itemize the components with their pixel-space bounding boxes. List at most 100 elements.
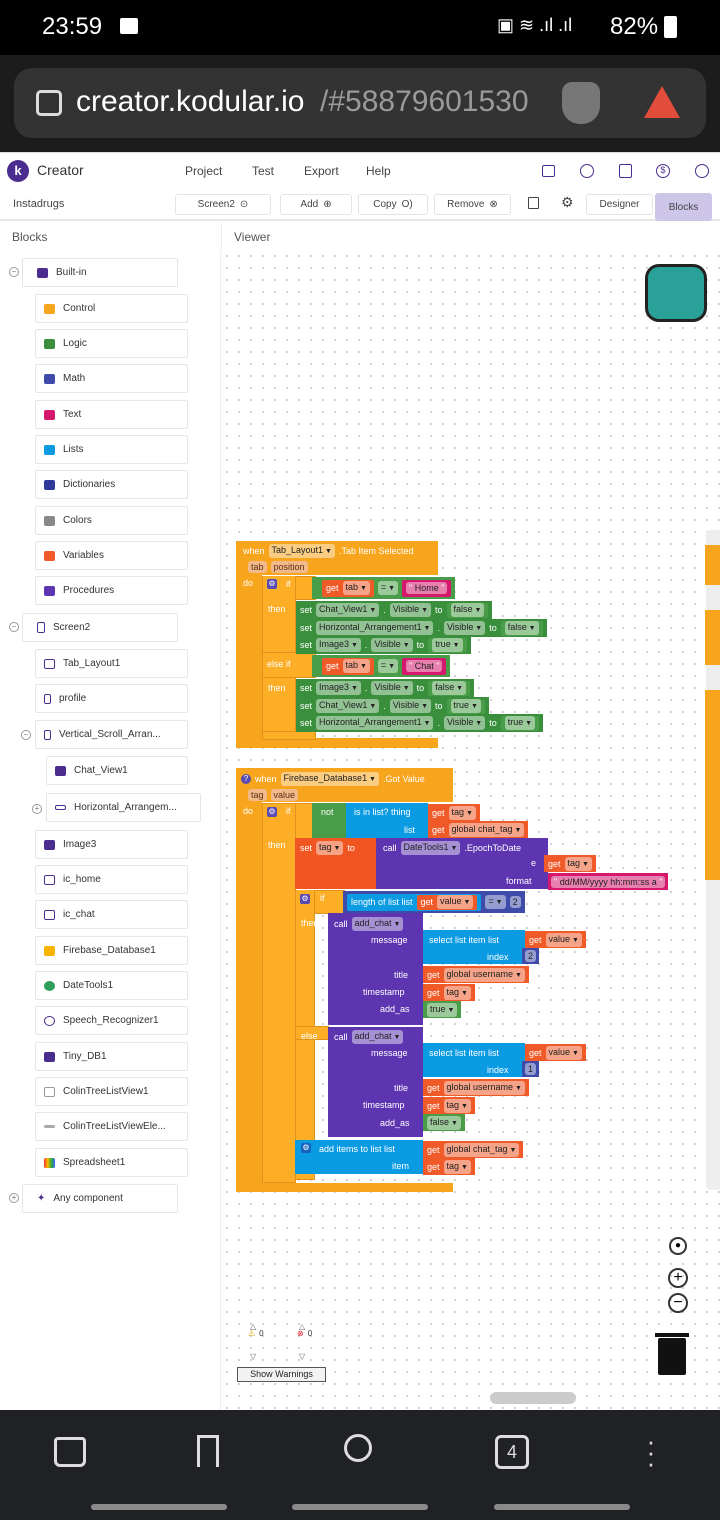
bookmark-icon[interactable] xyxy=(197,1435,219,1467)
menu-help[interactable]: Help xyxy=(366,164,391,178)
event-footer[interactable] xyxy=(236,1183,453,1192)
gallery-icon[interactable] xyxy=(528,197,539,209)
sidebar-item-component[interactable]: profile xyxy=(35,684,188,713)
mutator-gear-icon[interactable]: ⚙ xyxy=(300,894,310,904)
sidebar-item-procedures[interactable]: Procedures xyxy=(35,576,188,605)
property-dropdown[interactable]: Visible xyxy=(371,681,413,695)
text-block[interactable]: Home xyxy=(402,579,452,597)
sidebar-item-component[interactable]: Spreadsheet1 xyxy=(35,1148,188,1177)
property-dropdown[interactable]: Visible xyxy=(371,638,413,652)
number-value[interactable]: 2 xyxy=(525,950,537,962)
lock-icon[interactable] xyxy=(36,90,62,116)
sidebar-item-math[interactable]: Math xyxy=(35,364,188,393)
brand-name[interactable]: Creator xyxy=(37,162,84,178)
boolean-dropdown[interactable]: true xyxy=(427,1002,458,1017)
add-screen-button[interactable]: Add⊕ xyxy=(280,194,352,215)
boolean-dropdown[interactable]: true xyxy=(432,638,463,652)
address-bar[interactable]: creator.kodular.io /#58879601530 xyxy=(14,68,706,138)
designer-tab[interactable]: Designer xyxy=(586,194,653,215)
sidebar-item-component[interactable]: ColinTreeListViewEle... xyxy=(35,1112,188,1141)
folder-star-icon[interactable] xyxy=(542,165,555,177)
dollar-icon[interactable]: $ xyxy=(656,164,670,178)
variable-dropdown[interactable]: value xyxy=(545,932,582,947)
property-dropdown[interactable]: Visible xyxy=(443,621,486,635)
brave-rewards-icon[interactable] xyxy=(644,86,680,118)
text-block[interactable]: dd/MM/yyyy hh:mm:ss a xyxy=(548,873,669,890)
event-body[interactable] xyxy=(236,541,262,748)
menu-export[interactable]: Export xyxy=(304,164,339,178)
home-icon[interactable] xyxy=(54,1437,86,1467)
if-footer[interactable] xyxy=(262,731,316,740)
sidebar-item-component[interactable]: ic_chat xyxy=(35,900,188,929)
mutator-gear-icon[interactable]: ⚙ xyxy=(301,1143,311,1153)
variable-dropdown[interactable]: global chat_tag xyxy=(448,822,525,837)
operator-dropdown[interactable]: = xyxy=(485,895,506,909)
operator-dropdown[interactable]: = xyxy=(377,659,399,673)
number-block[interactable]: 2 xyxy=(522,948,540,964)
variable-dropdown[interactable]: value xyxy=(545,1045,582,1060)
variable-dropdown[interactable]: global username xyxy=(443,967,525,982)
trash-icon[interactable] xyxy=(658,1338,686,1375)
component-dropdown[interactable]: Chat_View1 xyxy=(316,603,380,617)
zoom-in-icon[interactable]: + xyxy=(668,1268,688,1288)
sidebar-item-text[interactable]: Text xyxy=(35,400,188,429)
param-position[interactable]: position xyxy=(270,561,308,573)
screen-select[interactable]: Screen2⊙ xyxy=(175,194,271,215)
sidebar-item-component[interactable]: Speech_Recognizer1 xyxy=(35,1006,188,1035)
sidebar-item-component[interactable]: Image3 xyxy=(35,830,188,859)
variable-dropdown[interactable]: tag xyxy=(443,985,471,1000)
sidebar-item-colors[interactable]: Colors xyxy=(35,506,188,535)
show-warnings-button[interactable]: Show Warnings xyxy=(237,1367,326,1382)
param-tab[interactable]: tab xyxy=(248,561,267,573)
boolean-dropdown[interactable]: false xyxy=(432,681,467,695)
variable-dropdown[interactable]: tab xyxy=(342,659,370,673)
error-indicator[interactable]: ⊗0 xyxy=(297,1329,312,1338)
sidebar-item-lists[interactable]: Lists xyxy=(35,435,188,464)
collapse-screen-toggle[interactable]: − xyxy=(9,622,19,632)
kodular-logo-icon[interactable]: k xyxy=(7,160,29,182)
horizontal-scrollbar[interactable] xyxy=(490,1392,576,1404)
component-dropdown[interactable]: DateTools1 xyxy=(400,841,461,855)
variable-dropdown[interactable]: tag xyxy=(443,1098,471,1113)
search-icon[interactable] xyxy=(344,1434,372,1462)
component-dropdown[interactable]: Horizontal_Arrangement1 xyxy=(316,621,434,635)
remove-screen-button[interactable]: Remove⊗ xyxy=(434,194,511,215)
sidebar-item-any-component[interactable]: ✦Any component xyxy=(22,1184,178,1213)
recenter-icon[interactable]: ● xyxy=(669,1237,687,1255)
boolean-dropdown[interactable]: true xyxy=(504,716,536,730)
text-value[interactable]: dd/MM/yyyy hh:mm:ss a xyxy=(551,875,666,888)
number-block[interactable]: 1 xyxy=(522,1061,540,1077)
component-dropdown[interactable]: Firebase_Database1 xyxy=(280,772,379,786)
component-dropdown[interactable]: Image3 xyxy=(316,638,361,652)
blocks-tab[interactable]: Blocks xyxy=(655,193,712,221)
number-value[interactable]: 1 xyxy=(525,1063,537,1075)
sidebar-item-variables[interactable]: Variables xyxy=(35,541,188,570)
variable-dropdown[interactable]: tag xyxy=(443,1159,471,1174)
url-host[interactable]: creator.kodular.io xyxy=(76,85,305,118)
community-icon[interactable] xyxy=(580,164,594,178)
offscreen-block[interactable] xyxy=(705,545,720,585)
procedure-dropdown[interactable]: add_chat xyxy=(351,917,404,931)
param-tag[interactable]: tag xyxy=(248,789,267,801)
not-block[interactable] xyxy=(312,803,348,839)
if-block-body[interactable] xyxy=(262,803,296,1183)
url-path[interactable]: /#58879601530 xyxy=(320,85,529,118)
settings-gear-icon[interactable]: ⚙ xyxy=(561,194,574,210)
sidebar-item-component[interactable]: Firebase_Database1 xyxy=(35,936,188,965)
add-items-to-list-block[interactable] xyxy=(295,1140,423,1174)
